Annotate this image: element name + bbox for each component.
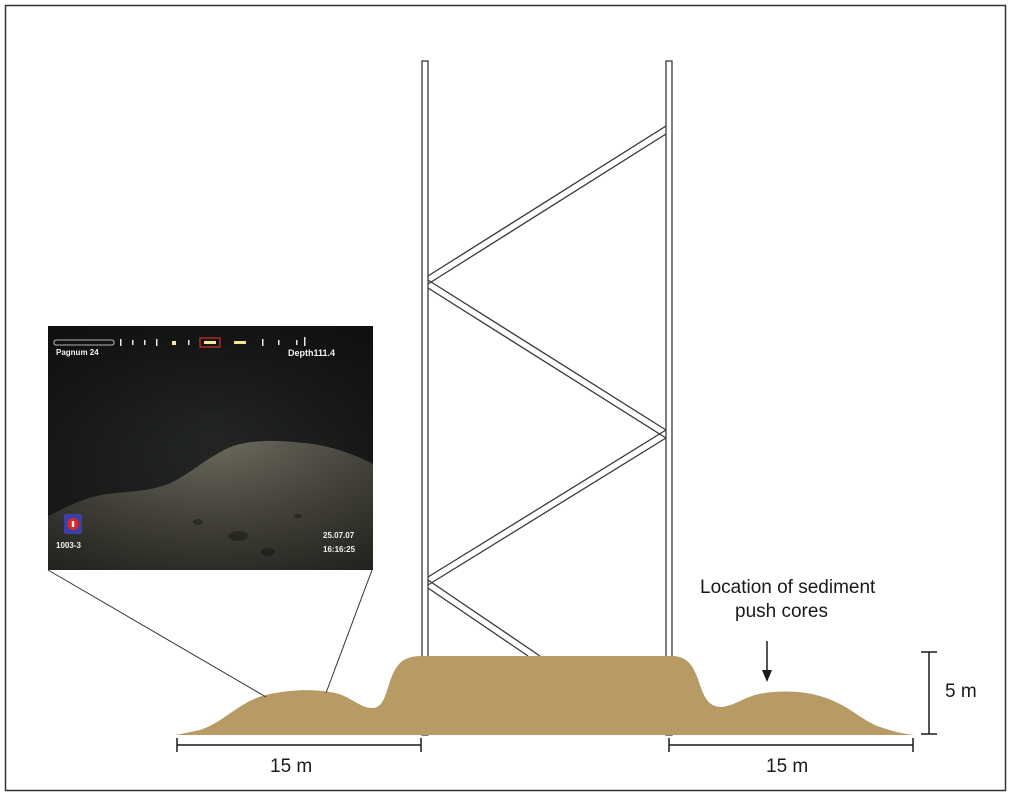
- right-width-scale-bar: [668, 738, 914, 752]
- platform-structure: [421, 60, 673, 736]
- overlay-date-text: 25.07.07: [323, 531, 355, 540]
- seafloor-image: [48, 326, 373, 570]
- platform-brace: [427, 125, 667, 285]
- platform-brace: [427, 429, 667, 586]
- overlay-depth-text: Depth111.4: [288, 348, 336, 358]
- sediment-mound: [176, 656, 915, 735]
- left-width-scale-bar: [176, 738, 422, 752]
- inset-leader-line: [47, 569, 267, 698]
- right-width-scale-label: 15 m: [766, 756, 809, 777]
- vehicle-badge-icon: [64, 514, 82, 534]
- sediment-location-label-line2: push cores: [735, 601, 828, 622]
- sediment-location-label-line1: Location of sediment: [700, 577, 876, 598]
- overlay-scale-ticks: [53, 337, 306, 348]
- overlay-top-left-text: Pagnum 24: [56, 348, 99, 357]
- platform-brace: [427, 579, 541, 657]
- platform-leg-right: [665, 60, 673, 736]
- left-width-scale-label: 15 m: [270, 756, 313, 777]
- height-scale-bar: [921, 651, 937, 735]
- sediment-location-arrow: [762, 641, 772, 682]
- overlay-time-text: 16:16:25: [323, 545, 356, 554]
- platform-brace: [427, 279, 667, 439]
- overlay-bottom-left-text: 1003-3: [56, 541, 81, 550]
- height-scale-label: 5 m: [945, 681, 977, 702]
- inset-leader-line: [325, 569, 373, 694]
- platform-leg-left: [421, 60, 429, 736]
- seafloor-inset-photo: Pagnum 24 Depth111.4 1003-3 25.07.07 16:…: [48, 326, 373, 570]
